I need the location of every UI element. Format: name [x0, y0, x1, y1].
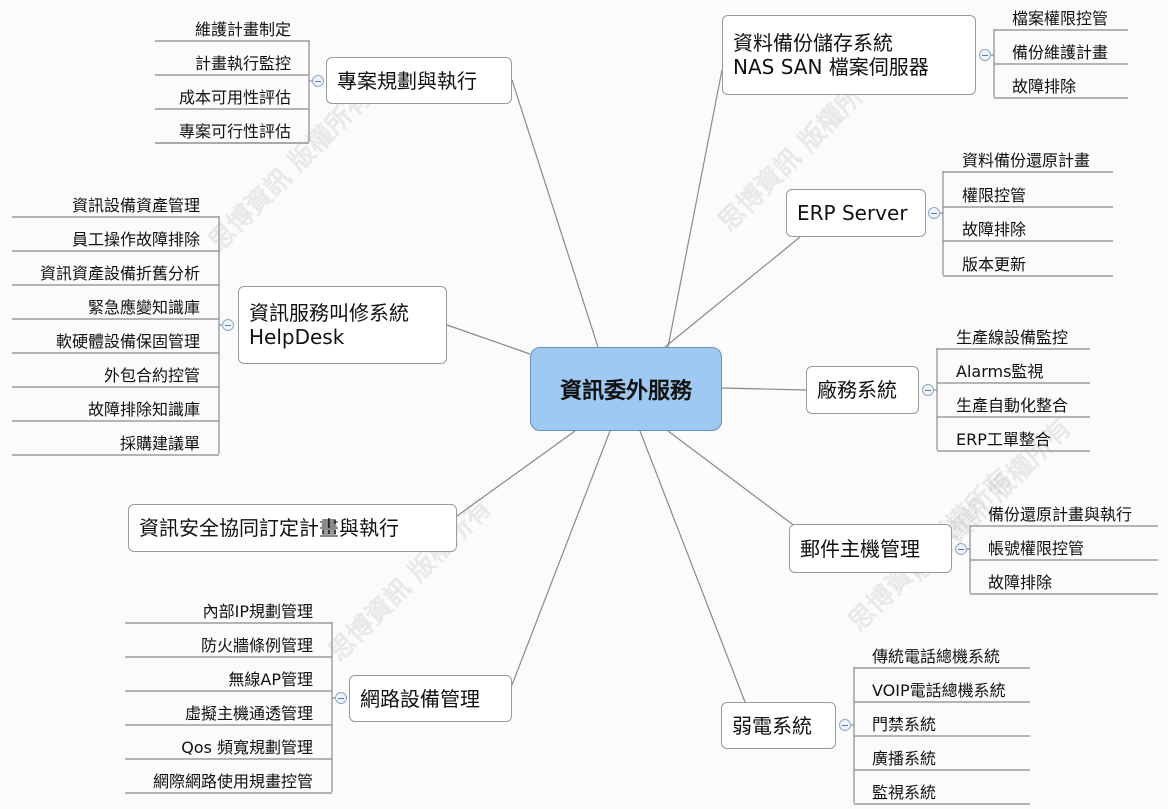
subtopic[interactable]: 無線AP管理: [228, 670, 313, 689]
connector-line: [511, 79, 599, 348]
subtopic[interactable]: 軟硬體設備保固管理: [55, 332, 200, 351]
subtopic[interactable]: ERP工單整合: [956, 430, 1051, 449]
subtopic[interactable]: 防火牆條例管理: [200, 636, 313, 655]
subtopic[interactable]: 維護計畫制定: [194, 20, 291, 39]
subtopic[interactable]: 故障排除: [962, 220, 1027, 239]
topic-label: 資訊服務叫修系統: [249, 301, 409, 325]
subtopic[interactable]: 緊急應變知識庫: [87, 298, 200, 317]
topic-label: 廠務系統: [817, 378, 897, 402]
collapse-toggle-icon[interactable]: [979, 49, 991, 61]
subtopic[interactable]: 網際網路使用規畫控管: [152, 772, 313, 791]
connector-line: [667, 430, 801, 531]
subtopic[interactable]: 成本可用性評估: [178, 88, 291, 107]
topic-label: 資訊安全協同訂定計畫與執行: [139, 516, 399, 540]
topic-factory-system[interactable]: 廠務系統: [806, 366, 919, 414]
subtopic[interactable]: 檔案權限控管: [1012, 9, 1109, 28]
collapse-toggle-icon[interactable]: [955, 543, 967, 555]
connector-line: [667, 69, 723, 348]
connector-line: [456, 430, 576, 517]
subtopic[interactable]: 權限控管: [962, 186, 1027, 205]
topic-label: ERP Server: [797, 201, 908, 225]
subtopic[interactable]: 版本更新: [962, 255, 1027, 274]
subtopic[interactable]: 廣播系統: [872, 749, 937, 768]
subtopic[interactable]: 生產自動化整合: [956, 396, 1069, 415]
subtopic[interactable]: 虛擬主機通透管理: [184, 704, 313, 723]
subtopic[interactable]: 故障排除: [988, 573, 1053, 592]
topic-nas-backup[interactable]: 資料備份儲存系統 NAS SAN 檔案伺服器: [722, 15, 976, 95]
central-topic[interactable]: 資訊委外服務: [530, 347, 722, 431]
topic-project-planning[interactable]: 專案規劃與執行: [326, 57, 512, 104]
subtopic[interactable]: 故障排除: [1012, 77, 1077, 96]
connector-line: [446, 324, 531, 355]
subtopic[interactable]: 帳號權限控管: [988, 539, 1085, 558]
topic-weak-current[interactable]: 弱電系統: [721, 702, 836, 749]
topic-label-line2: NAS SAN 檔案伺服器: [733, 55, 929, 79]
connector-line: [721, 387, 807, 391]
subtopic[interactable]: 監視系統: [872, 783, 937, 802]
topic-info-security[interactable]: 資訊安全協同訂定計畫與執行: [128, 504, 457, 552]
collapse-toggle-icon[interactable]: [928, 207, 940, 219]
connector-line: [511, 430, 611, 686]
topic-label: 弱電系統: [732, 713, 812, 738]
subtopic[interactable]: 備份還原計畫與執行: [988, 505, 1133, 524]
subtopic[interactable]: 備份維護計畫: [1012, 43, 1109, 62]
topic-label: 資料備份儲存系統: [733, 31, 893, 55]
subtopic[interactable]: 採購建議單: [119, 434, 200, 453]
connector-line: [664, 236, 801, 348]
subtopic[interactable]: 外包合約控管: [103, 366, 200, 385]
subtopic[interactable]: 傳統電話總機系統: [872, 647, 1001, 666]
collapse-toggle-icon[interactable]: [312, 75, 324, 87]
subtopic[interactable]: Alarms監視: [956, 362, 1044, 381]
topic-label: 郵件主機管理: [800, 536, 920, 561]
collapse-toggle-icon[interactable]: [222, 319, 234, 331]
topic-helpdesk[interactable]: 資訊服務叫修系統 HelpDesk: [238, 286, 447, 364]
subtopic[interactable]: 資訊資產設備折舊分析: [39, 264, 200, 283]
topic-label: 專案規劃與執行: [337, 68, 477, 93]
connector-line: [639, 430, 746, 703]
topic-label-line2: HelpDesk: [249, 325, 345, 349]
subtopic[interactable]: 資訊設備資產管理: [71, 196, 200, 215]
subtopic[interactable]: 資料備份還原計畫: [962, 151, 1091, 170]
topic-erp-server[interactable]: ERP Server: [786, 189, 926, 237]
subtopic[interactable]: Qos 頻寬規劃管理: [181, 738, 313, 757]
topic-mail-server[interactable]: 郵件主機管理: [789, 524, 952, 573]
subtopic[interactable]: 專案可行性評估: [178, 122, 291, 141]
subtopic[interactable]: 門禁系統: [872, 715, 937, 734]
collapse-toggle-icon[interactable]: [839, 719, 851, 731]
subtopic[interactable]: 員工操作故障排除: [71, 230, 200, 249]
collapse-toggle-icon[interactable]: [922, 384, 934, 396]
topic-network-devices[interactable]: 網路設備管理: [349, 675, 512, 722]
topic-label: 網路設備管理: [360, 686, 480, 711]
subtopic[interactable]: 計畫執行監控: [194, 54, 291, 73]
subtopic[interactable]: 生產線設備監控: [956, 328, 1069, 347]
collapse-toggle-icon[interactable]: [335, 692, 347, 704]
subtopic[interactable]: 內部IP規劃管理: [202, 602, 313, 621]
subtopic[interactable]: VOIP電話總機系統: [872, 681, 1006, 700]
subtopic[interactable]: 故障排除知識庫: [87, 400, 200, 419]
central-topic-label: 資訊委外服務: [559, 379, 692, 404]
